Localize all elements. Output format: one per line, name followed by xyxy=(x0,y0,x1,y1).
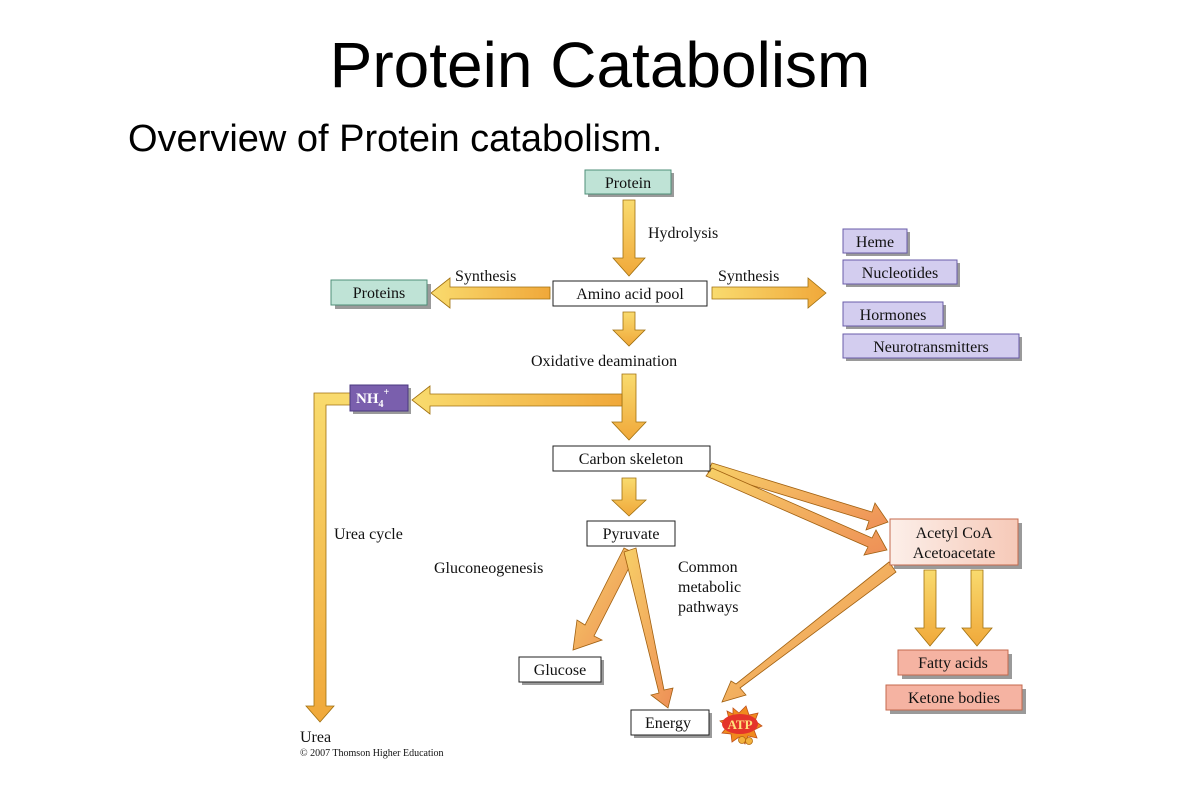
arrow-synthesis-right xyxy=(711,277,827,309)
node-heme: Heme xyxy=(842,228,910,256)
proteins-label: Proteins xyxy=(353,285,405,302)
pyruvate-label: Pyruvate xyxy=(603,526,660,543)
arrow-to-energy xyxy=(623,547,674,709)
arrow-to-fatty-acids-1 xyxy=(914,569,946,647)
acetyl-coa-label: Acetyl CoA xyxy=(916,525,993,542)
node-neurotransmitters: Neurotransmitters xyxy=(842,333,1022,361)
arrow-acetyl-to-energy xyxy=(721,561,897,703)
slide-title: Protein Catabolism xyxy=(329,29,871,101)
node-acetyl-coa: Acetyl CoA Acetoacetate xyxy=(889,518,1022,569)
common-pathways-line-1: Common xyxy=(678,559,738,576)
ketone-bodies-label: Ketone bodies xyxy=(908,690,1000,707)
synthesis-left-label: Synthesis xyxy=(455,268,516,285)
node-amino-acid-pool: Amino acid pool xyxy=(552,280,708,307)
neurotransmitters-label: Neurotransmitters xyxy=(873,339,989,356)
arrow-to-carbon-skeleton xyxy=(611,373,647,441)
protein-label: Protein xyxy=(605,175,651,192)
node-fatty-acids: Fatty acids xyxy=(897,649,1012,679)
nucleotides-label: Nucleotides xyxy=(862,265,938,282)
node-nh4: NH4+ xyxy=(349,384,411,414)
carbon-skeleton-label: Carbon skeleton xyxy=(579,451,683,468)
heme-label: Heme xyxy=(856,234,894,251)
oxidative-deamination-label: Oxidative deamination xyxy=(531,353,677,370)
arrows xyxy=(305,199,993,723)
arrow-urea-cycle xyxy=(305,392,351,723)
arrow-hydrolysis xyxy=(612,199,646,277)
arrow-to-fatty-acids-2 xyxy=(961,569,993,647)
node-hormones: Hormones xyxy=(842,301,946,329)
glucose-label: Glucose xyxy=(534,662,586,679)
fatty-acids-label: Fatty acids xyxy=(918,655,988,672)
atp-label: ATP xyxy=(727,717,752,732)
common-pathways-line-3: pathways xyxy=(678,599,738,616)
node-proteins: Proteins xyxy=(330,279,431,309)
common-pathways-line-2: metabolic xyxy=(678,579,741,596)
gluconeogenesis-label: Gluconeogenesis xyxy=(434,560,543,577)
arrow-deamination xyxy=(612,311,646,347)
energy-label: Energy xyxy=(645,715,691,732)
arrow-synthesis-left xyxy=(430,277,551,309)
atp-burst-icon: ATP xyxy=(719,705,763,745)
urea-cycle-label: Urea cycle xyxy=(334,526,403,543)
synthesis-right-label: Synthesis xyxy=(718,268,779,285)
nh4-label: NH4+ xyxy=(356,387,390,410)
hormones-label: Hormones xyxy=(860,307,927,324)
urea-label: Urea xyxy=(300,729,331,746)
node-protein: Protein xyxy=(584,169,674,197)
arrow-to-nh4 xyxy=(411,385,623,415)
arrow-carbon-to-acetyl-2 xyxy=(705,467,888,556)
node-pyruvate: Pyruvate xyxy=(586,520,676,547)
arrow-to-pyruvate xyxy=(610,477,648,517)
acetoacetate-label: Acetoacetate xyxy=(913,545,996,562)
amino-acid-pool-label: Amino acid pool xyxy=(576,286,684,303)
node-nucleotides: Nucleotides xyxy=(842,259,960,287)
node-glucose: Glucose xyxy=(518,656,604,685)
slide-subtitle: Overview of Protein catabolism. xyxy=(128,118,663,160)
arrow-carbon-to-acetyl-1 xyxy=(707,462,889,531)
node-carbon-skeleton: Carbon skeleton xyxy=(552,445,711,472)
hydrolysis-label: Hydrolysis xyxy=(648,225,718,242)
node-energy: Energy xyxy=(630,709,712,738)
node-ketone-bodies: Ketone bodies xyxy=(885,684,1026,714)
copyright-credit: © 2007 Thomson Higher Education xyxy=(300,748,444,759)
